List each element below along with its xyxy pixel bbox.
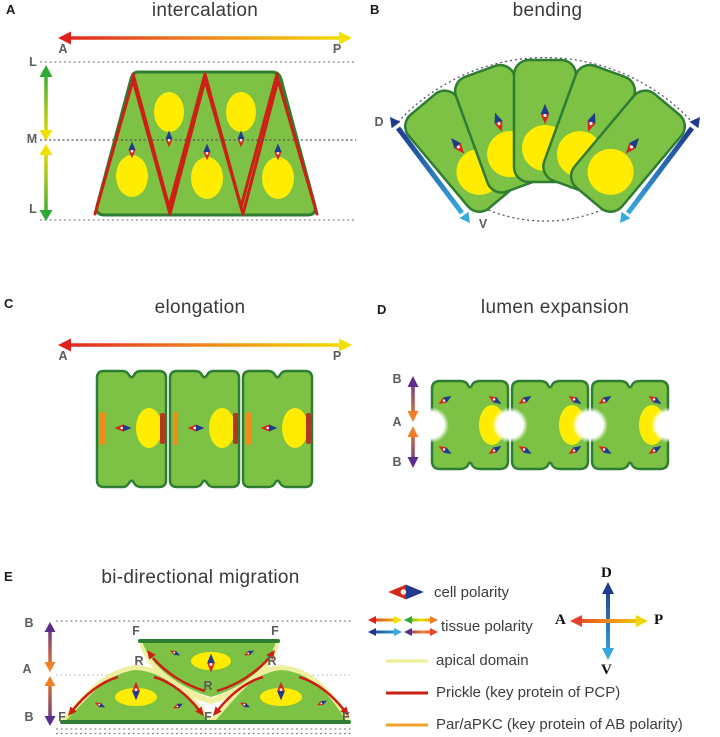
legend-graphics (368, 582, 648, 727)
panel-c-letter: C (4, 296, 14, 311)
migrating-cell-bottom-left (60, 664, 213, 724)
panel-b-title: bending (512, 0, 583, 21)
label-dorsal-b: D (374, 115, 384, 129)
label-ventral-b: V (478, 217, 488, 231)
prickle-bar (306, 413, 311, 444)
legend-tissue-polarity-label: tissue polarity (441, 618, 533, 635)
compass-ventral-label: V (601, 662, 612, 678)
label-front-top-left: F (132, 624, 140, 638)
panel-b-graphics (390, 57, 700, 223)
label-front-bottom-center: F (204, 710, 212, 724)
bab-axis-arrow-e (44, 622, 56, 726)
migrating-cell-bottom-right (209, 664, 351, 724)
panel-e-graphics (44, 620, 352, 735)
nucleus (226, 92, 256, 132)
bending-cells (404, 58, 686, 213)
panel-a-graphics (39, 31, 356, 221)
ap-axis-arrow-c (58, 338, 352, 352)
par-apkc-bar (173, 412, 178, 445)
prickle-boundaries (93, 72, 319, 216)
nucleus (262, 157, 294, 199)
label-apical-d: A (392, 415, 402, 429)
legend-par-apkc-label: Par/aPKC (key protein of AB polarity) (436, 716, 683, 733)
panel-b-letter: B (370, 2, 380, 17)
cell (168, 369, 241, 489)
label-rear-center: R (203, 679, 213, 693)
panel-c-graphics (58, 338, 352, 489)
prickle-bar (233, 413, 238, 444)
bab-axis-arrow-d (407, 376, 419, 468)
cell (510, 379, 590, 471)
compass-anterior-label: A (555, 612, 566, 628)
label-anterior-a: A (58, 42, 68, 56)
cell (590, 379, 670, 471)
nucleus (282, 408, 308, 448)
label-rear-right: R (267, 654, 277, 668)
compass-dorsal-label: D (601, 565, 612, 581)
label-basal-top-e: B (24, 616, 34, 630)
ap-axis-arrow (58, 31, 352, 45)
lml-axis-arrow (39, 65, 53, 221)
nucleus (136, 408, 162, 448)
cell-sheet (95, 70, 317, 217)
label-basal-bottom-d: B (392, 455, 402, 469)
tissue-polarity-legend-icon (368, 616, 438, 636)
label-lateral-bottom: L (29, 202, 37, 216)
migrating-cell-top (138, 639, 280, 705)
nucleus (154, 92, 184, 132)
legend-prickle-label: Prickle (key protein of PCP) (436, 684, 621, 701)
panel-d-letter: D (377, 302, 387, 317)
nucleus (209, 408, 235, 448)
dv-arrow-right (620, 117, 700, 223)
panel-d-graphics (407, 376, 687, 471)
lumen (492, 407, 528, 443)
label-front-bottom-right: F (342, 710, 350, 724)
label-basal-bottom-e: B (24, 710, 34, 724)
panel-a-title: intercalation (151, 0, 259, 21)
lumen (651, 407, 687, 443)
label-posterior-c: P (332, 349, 342, 363)
panel-e-title: bi-directional migration (101, 567, 300, 588)
label-rear-left: R (134, 654, 144, 668)
nucleus (116, 155, 148, 197)
compass-posterior-label: P (654, 612, 664, 628)
compass-icon (570, 582, 648, 660)
legend-apical-domain-label: apical domain (436, 652, 529, 669)
cell (430, 379, 510, 471)
label-posterior-a: P (332, 42, 342, 56)
panel-c-title: elongation (154, 297, 246, 318)
label-lateral-top: L (29, 55, 37, 69)
label-apical-e: A (22, 662, 32, 676)
label-front-bottom-left: F (58, 710, 66, 724)
cell-polarity-legend-icon (388, 584, 424, 600)
panel-e-letter: E (4, 569, 13, 584)
label-basal-top-d: B (392, 372, 402, 386)
cell (95, 369, 168, 489)
lumen (572, 407, 608, 443)
par-apkc-bar (100, 412, 105, 445)
label-anterior-c: A (58, 349, 68, 363)
panel-d-title: lumen expansion (480, 297, 630, 318)
panel-a-letter: A (6, 2, 16, 17)
label-medial: M (26, 132, 38, 146)
par-apkc-bar (246, 412, 251, 445)
lumen (413, 407, 449, 443)
nucleus (191, 157, 223, 199)
dv-arrow-left (390, 117, 470, 223)
label-front-top-right: F (271, 624, 279, 638)
legend-cell-polarity-label: cell polarity (434, 584, 510, 601)
cell (241, 369, 314, 489)
prickle-bar (160, 413, 165, 444)
